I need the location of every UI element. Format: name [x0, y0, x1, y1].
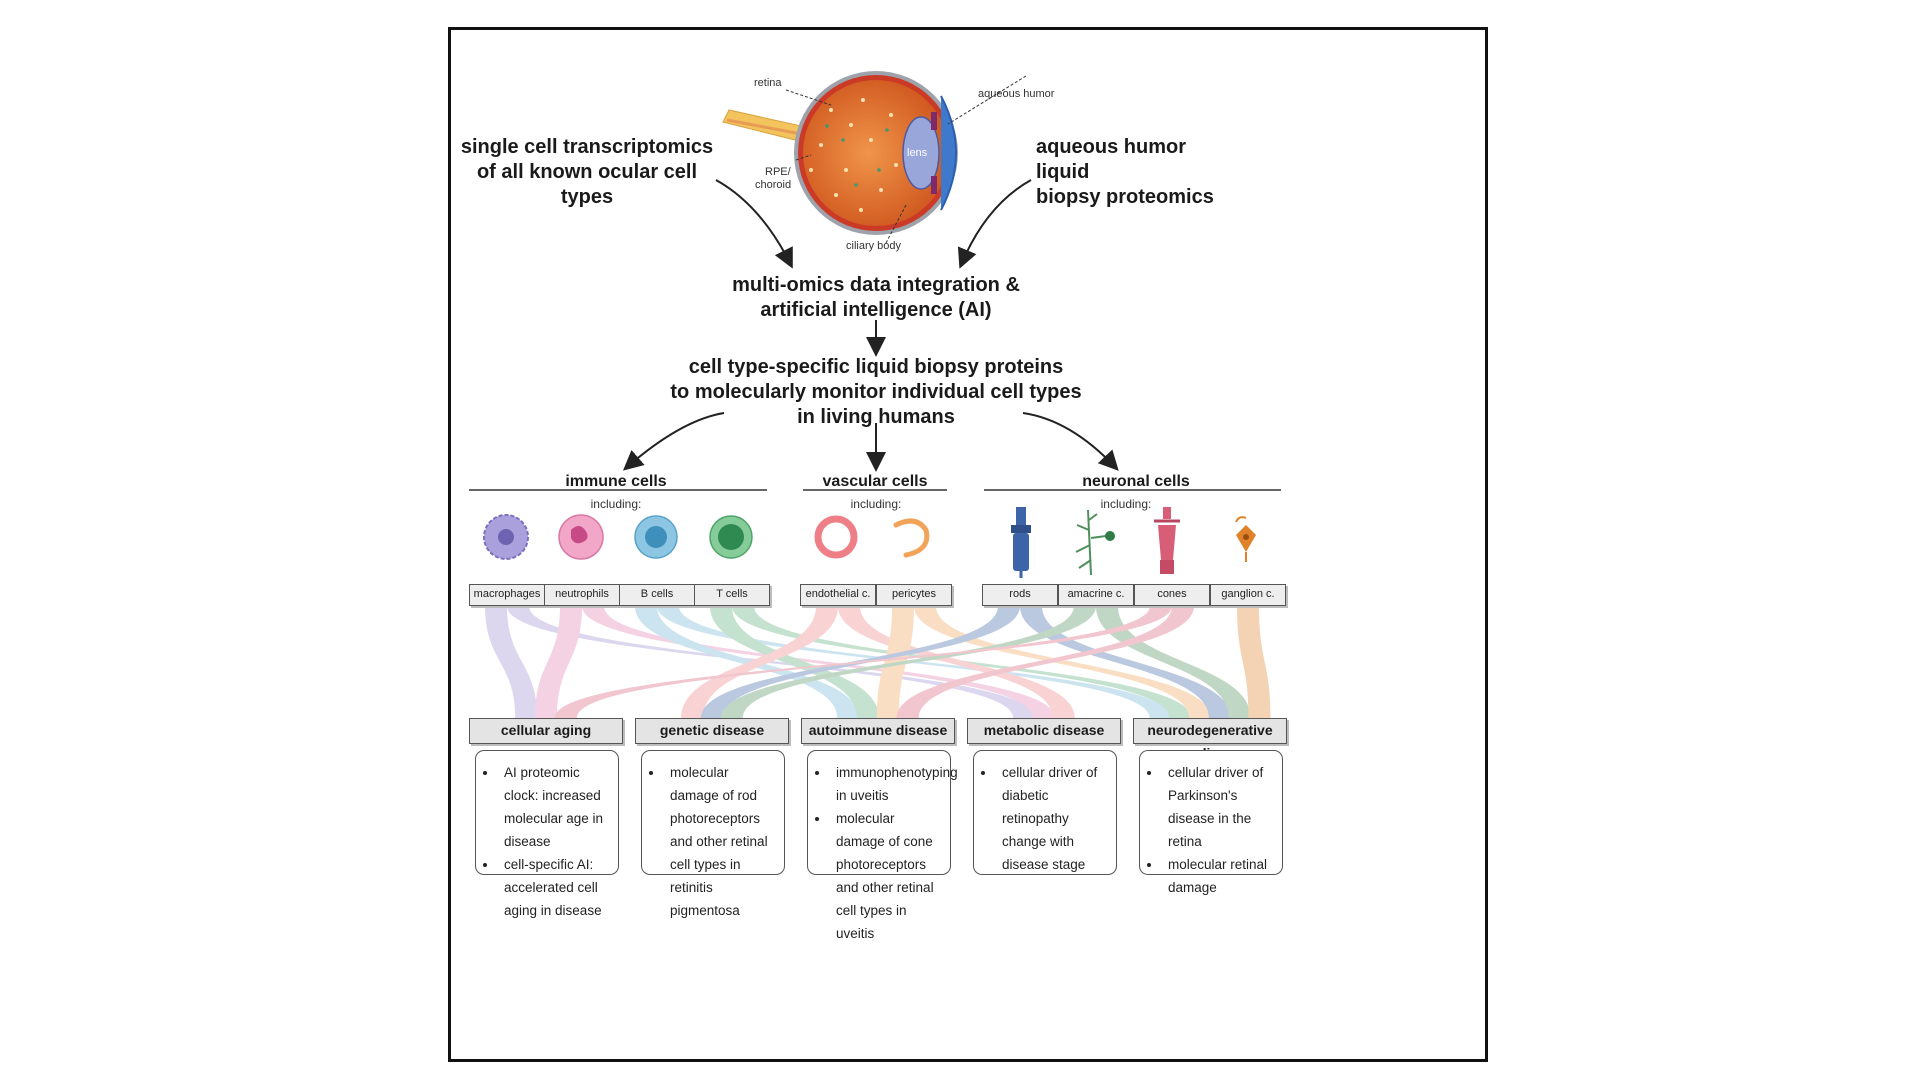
ganglion-cell-icon: [1235, 516, 1256, 562]
including-immune: including:: [590, 497, 642, 511]
macrophage-icon: [483, 514, 529, 560]
link-16: [554, 606, 1172, 718]
link-4: [635, 606, 860, 718]
bullet: molecular damage of cone photoreceptors …: [830, 807, 942, 945]
cell-label-b-cells: B cells: [619, 584, 695, 606]
including-neuronal: including:: [1100, 497, 1152, 511]
disease-header-genetic: genetic disease: [635, 718, 789, 744]
rod-cell-icon: [1011, 507, 1031, 578]
link-1: [507, 606, 1036, 718]
arrow-transcriptomics: [715, 179, 793, 269]
bullet: immunophenotyping in uveitis: [830, 761, 958, 807]
figure-frame: retina aqueous humor RPE/ choroid lens c…: [448, 27, 1488, 1062]
cone-cell-icon: [1154, 507, 1180, 574]
cell-label-macrophages: macrophages: [469, 584, 545, 606]
endothelial-cell-icon: [814, 515, 858, 559]
disease-header-neurodegenerative: neurodegenerative dis.: [1133, 718, 1287, 761]
link-14: [720, 606, 1096, 718]
cell-label-pericytes: pericytes: [876, 584, 952, 606]
output-heading: cell type-specific liquid biopsy protein…: [670, 356, 1082, 428]
disease-header-autoimmune: autoimmune disease: [801, 718, 955, 744]
bullet: cellular driver of Parkinson's disease i…: [1162, 761, 1274, 853]
bullet: molecular damage of rod photoreceptors a…: [664, 761, 776, 922]
label-retina: retina: [754, 77, 782, 89]
including-vascular: including:: [850, 497, 902, 511]
cell-label-rods: rods: [982, 584, 1058, 606]
link-15: [1096, 606, 1251, 718]
link-6: [710, 606, 880, 718]
cell-disease-links: [485, 606, 1271, 718]
link-13: [1020, 606, 1231, 718]
figure-artwork: [469, 71, 1281, 718]
link-10: [876, 606, 914, 718]
link-9: [838, 606, 1075, 718]
link-0: [485, 606, 538, 718]
label-ciliary-body: ciliary body: [846, 240, 902, 252]
link-12: [701, 606, 1020, 718]
cell-illustrations: [483, 507, 1256, 578]
disease-header-cellular-aging: cellular aging: [469, 718, 623, 744]
category-neuronal: neuronal cells: [1082, 473, 1190, 490]
cell-label-endothelial: endothelial c.: [800, 584, 876, 606]
link-18: [1237, 606, 1271, 718]
category-vascular: vascular cells: [822, 473, 928, 490]
t-cell-icon: [709, 515, 753, 559]
cell-label-ganglion: ganglion c.: [1210, 584, 1286, 606]
link-5: [657, 606, 1172, 718]
arrow-immune: [622, 412, 725, 471]
arrow-proteomics: [957, 179, 1032, 269]
disease-box-neurodegenerative: cellular driver of Parkinson's disease i…: [1139, 750, 1283, 895]
link-8: [681, 606, 838, 718]
cell-label-neutrophils: neutrophils: [544, 584, 620, 606]
disease-box-autoimmune: immunophenotyping in uveitis molecular d…: [807, 750, 958, 941]
b-cell-icon: [634, 515, 678, 559]
cell-label-t-cells: T cells: [694, 584, 770, 606]
label-lens: lens: [907, 147, 928, 159]
disease-box-genetic: molecular damage of rod photoreceptors a…: [641, 750, 785, 918]
integration-heading: multi-omics data integration &artificial…: [732, 274, 1020, 321]
disease-header-metabolic: metabolic disease: [967, 718, 1121, 744]
eye-illustration: [722, 71, 1027, 244]
category-immune: immune cells: [565, 473, 667, 490]
link-17: [896, 606, 1194, 718]
disease-box-metabolic: cellular driver of diabetic retinopathy …: [973, 750, 1117, 875]
bullet: cell-specific AI: accelerated cell aging…: [498, 853, 610, 922]
link-3: [582, 606, 1055, 718]
label-rpe: RPE/: [765, 166, 791, 178]
cell-label-amacrine: amacrine c.: [1058, 584, 1134, 606]
disease-box-cellular-aging: AI proteomic clock: increased molecular …: [475, 750, 619, 918]
bullet: molecular retinal damage: [1162, 853, 1274, 899]
link-7: [732, 606, 1192, 718]
cell-label-cones: cones: [1134, 584, 1210, 606]
amacrine-cell-icon: [1075, 509, 1115, 576]
neutrophil-icon: [558, 514, 604, 560]
bullet: AI proteomic clock: increased molecular …: [498, 761, 610, 853]
arrow-neuronal: [1022, 412, 1119, 471]
label-aqueous-humor: aqueous humor: [978, 88, 1055, 100]
label-choroid: choroid: [755, 179, 792, 191]
link-2: [535, 606, 582, 718]
pericyte-icon: [893, 518, 930, 558]
bullet: cellular driver of diabetic retinopathy …: [996, 761, 1108, 876]
link-11: [914, 606, 1212, 718]
